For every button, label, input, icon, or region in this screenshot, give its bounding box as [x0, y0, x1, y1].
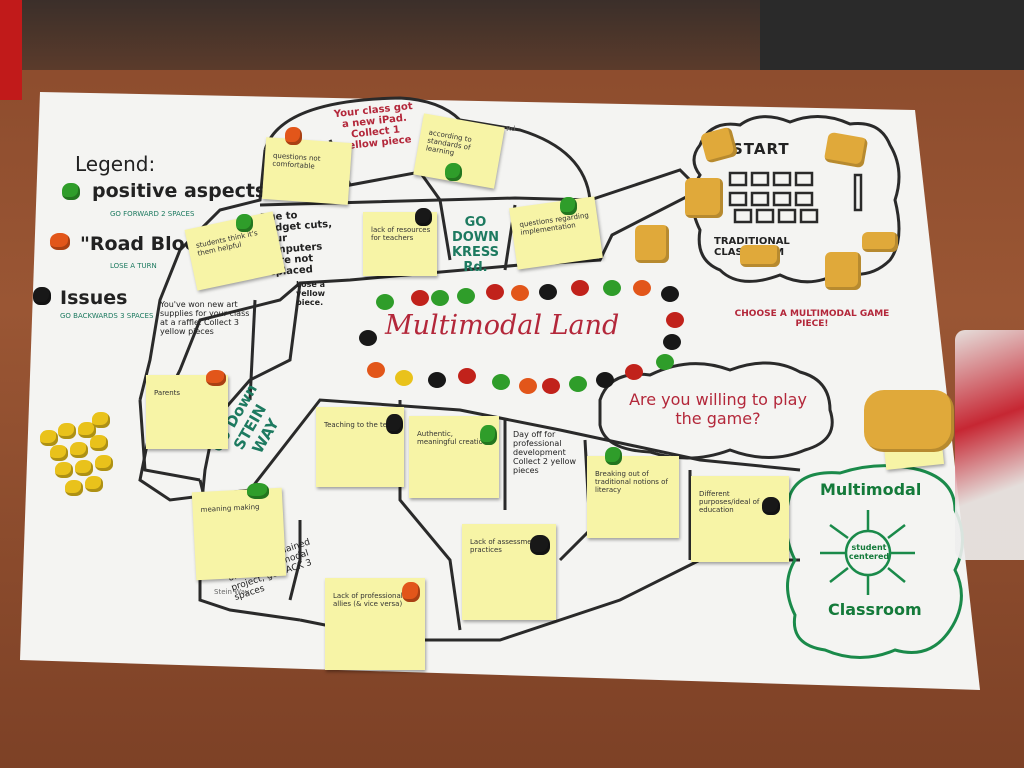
yellow-candy — [40, 430, 58, 446]
black-candy — [530, 535, 550, 555]
space-day-off: Day off for professional development Col… — [513, 430, 577, 475]
sticky-note: questions regarding implementation — [509, 196, 603, 270]
game-piece[interactable] — [740, 245, 780, 267]
black-candy — [415, 208, 432, 226]
red-marker — [0, 0, 22, 100]
finish-center: student centered — [848, 543, 890, 561]
sticky-note: meaning making — [191, 487, 287, 581]
game-piece[interactable] — [825, 252, 861, 290]
start-label: START — [732, 140, 790, 158]
legend-item-roadblock-sub: LOSE A TURN — [110, 262, 157, 270]
yellow-candy — [95, 455, 113, 471]
space-art-supplies: You've won new art supplies for your cla… — [160, 300, 250, 336]
legend-black-candy — [33, 287, 51, 305]
green-candy — [605, 447, 622, 465]
center-title: Multimodal Land — [385, 310, 620, 341]
yellow-candy — [55, 462, 73, 478]
classroom-desks — [728, 171, 863, 224]
green-candy — [480, 425, 497, 445]
yellow-candy — [92, 412, 110, 428]
stein-way-label: Stein Way — [214, 588, 250, 596]
green-candy — [236, 214, 253, 232]
candy-ring — [359, 280, 684, 394]
orange-candy — [206, 370, 226, 386]
finish-top: Multimodal — [820, 480, 922, 499]
legend-title: Legend: — [75, 152, 156, 176]
sticky-note: Different purposes/ideal of education — [691, 476, 789, 562]
yellow-candy — [70, 442, 88, 458]
yellow-candy — [58, 423, 76, 439]
legend-item-positive: positive aspects — [92, 180, 267, 202]
sticky-note: questions not comfortable — [261, 137, 353, 205]
black-candy — [762, 497, 780, 515]
space-go-kress: GO DOWN KRESS Rd. — [451, 215, 500, 275]
game-piece-dice[interactable] — [635, 225, 669, 263]
legend-item-issues: Issues — [60, 287, 128, 309]
willing-text: Are you willing to play the game? — [629, 390, 807, 428]
candy-bag — [955, 330, 1024, 560]
finish-bottom: Classroom — [828, 600, 922, 619]
yellow-candy — [85, 476, 103, 492]
chair — [760, 0, 1024, 70]
legend-item-roadblock: "Road Block" — [80, 233, 219, 255]
legend-orange-candy — [50, 233, 70, 250]
willing-cloud — [598, 361, 834, 460]
game-piece[interactable] — [862, 232, 898, 252]
black-candy — [386, 414, 403, 434]
sticky-note: Breaking out of traditional notions of l… — [587, 456, 679, 538]
legend-green-candy — [62, 183, 80, 200]
space-lose-yellow: Lose a yellow piece. — [296, 280, 326, 307]
green-candy — [247, 483, 269, 499]
green-candy — [560, 197, 577, 215]
yellow-candy — [50, 445, 68, 461]
yellow-candy — [65, 480, 83, 496]
game-piece[interactable] — [685, 178, 723, 218]
arrows — [820, 510, 915, 595]
green-candy — [445, 163, 462, 181]
sticky-note: Parents — [146, 375, 228, 449]
orange-candy — [402, 582, 420, 602]
yellow-candy — [90, 435, 108, 451]
legend-item-issues-sub: GO BACKWARDS 3 SPACES — [60, 312, 154, 320]
start-cloud — [691, 115, 901, 284]
yellow-candy — [75, 460, 93, 476]
legend-item-positive-sub: GO FORWARD 2 SPACES — [110, 210, 195, 218]
choose-piece-text: CHOOSE A MULTIMODAL GAME PIECE! — [734, 309, 890, 329]
orange-candy — [285, 127, 302, 145]
yellow-candy — [78, 422, 96, 438]
large-game-piece[interactable] — [864, 390, 954, 452]
